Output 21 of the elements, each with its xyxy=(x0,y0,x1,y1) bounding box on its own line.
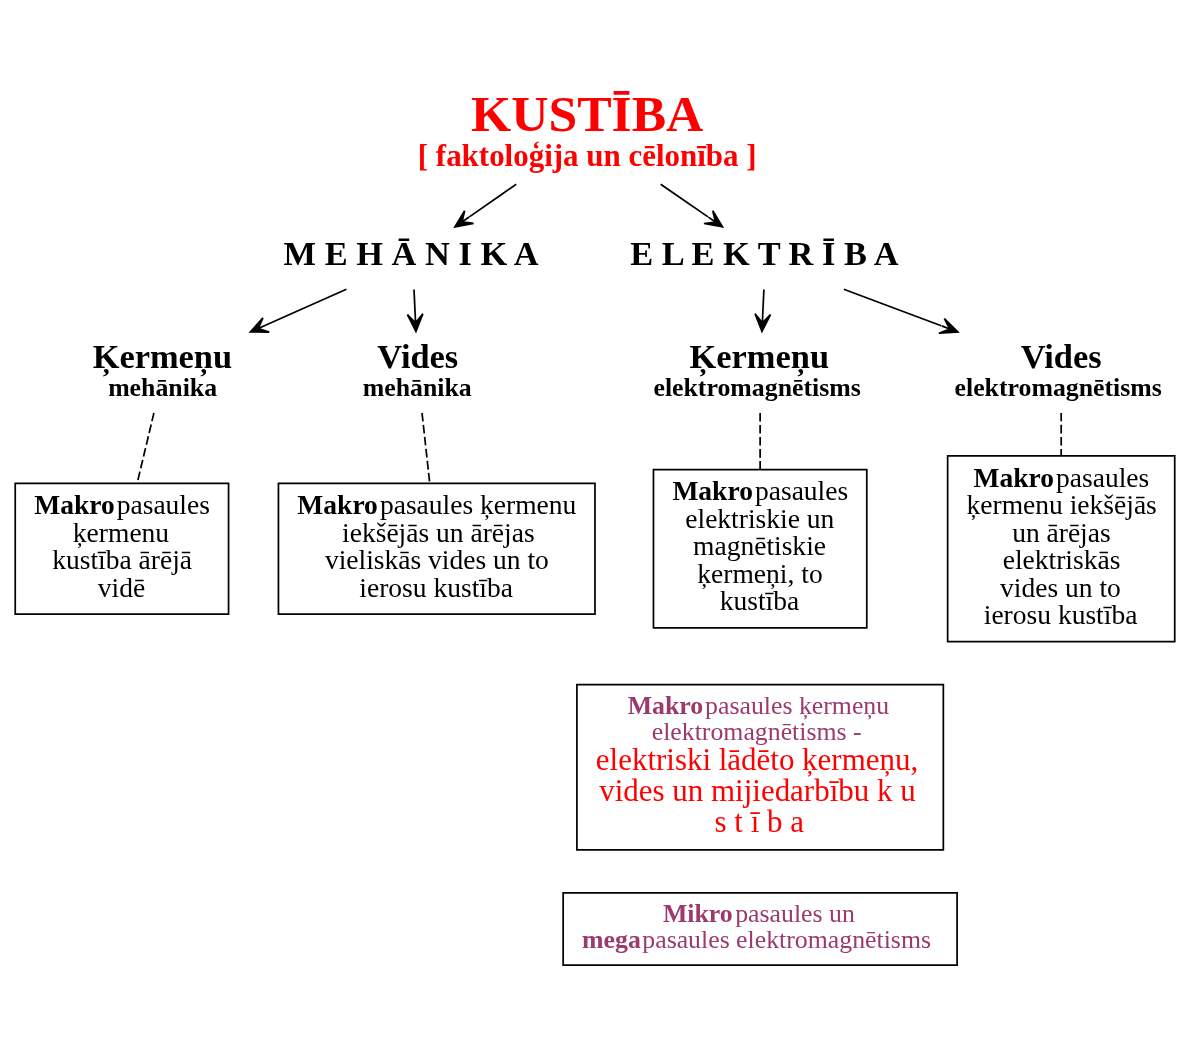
node-box: Makropasaules ķermenu kustība ārējā vidē xyxy=(14,482,230,616)
node-text: KUSTĪBA [ faktoloģija un cēlonība ] xyxy=(417,84,757,173)
arrow xyxy=(406,288,424,333)
node-box: Makropasaules ķermeņu elektromagnētisms - elektriski lādēto ķermeņu, vides un mijiedarbību k u s t ī b a xyxy=(576,683,945,851)
node-text: Vides elektromagnētisms xyxy=(954,337,1162,402)
arrow xyxy=(842,288,959,335)
connector xyxy=(759,412,761,471)
node-box: Makropasaules ķermenu iekšējās un ārējas vieliskās vides un to ierosu kustība xyxy=(277,482,596,616)
arrow xyxy=(249,288,348,333)
node-box: Mikropasaules un megapasaules elektromagnētisms xyxy=(562,892,958,966)
node-text: Vides mehānika xyxy=(362,337,472,402)
node-box: Makropasaules ķermenu iekšējās un ārējas elektriskās vides un to ierosu kustība xyxy=(946,455,1176,643)
arrow xyxy=(754,288,772,333)
arrow xyxy=(659,183,724,228)
node-text: E L E K T R Ī B A xyxy=(630,233,899,272)
connector xyxy=(1060,412,1063,457)
node-text: M E H Ā N I K A xyxy=(283,233,539,272)
node-text: Ķermeņu elektromagnētisms xyxy=(653,337,861,402)
arrow xyxy=(454,183,518,228)
node-text: Ķermeņu mehānika xyxy=(92,337,233,402)
node-box: Makropasaules elektriskie un magnētiskie ķermeņi, to kustība xyxy=(652,468,868,629)
